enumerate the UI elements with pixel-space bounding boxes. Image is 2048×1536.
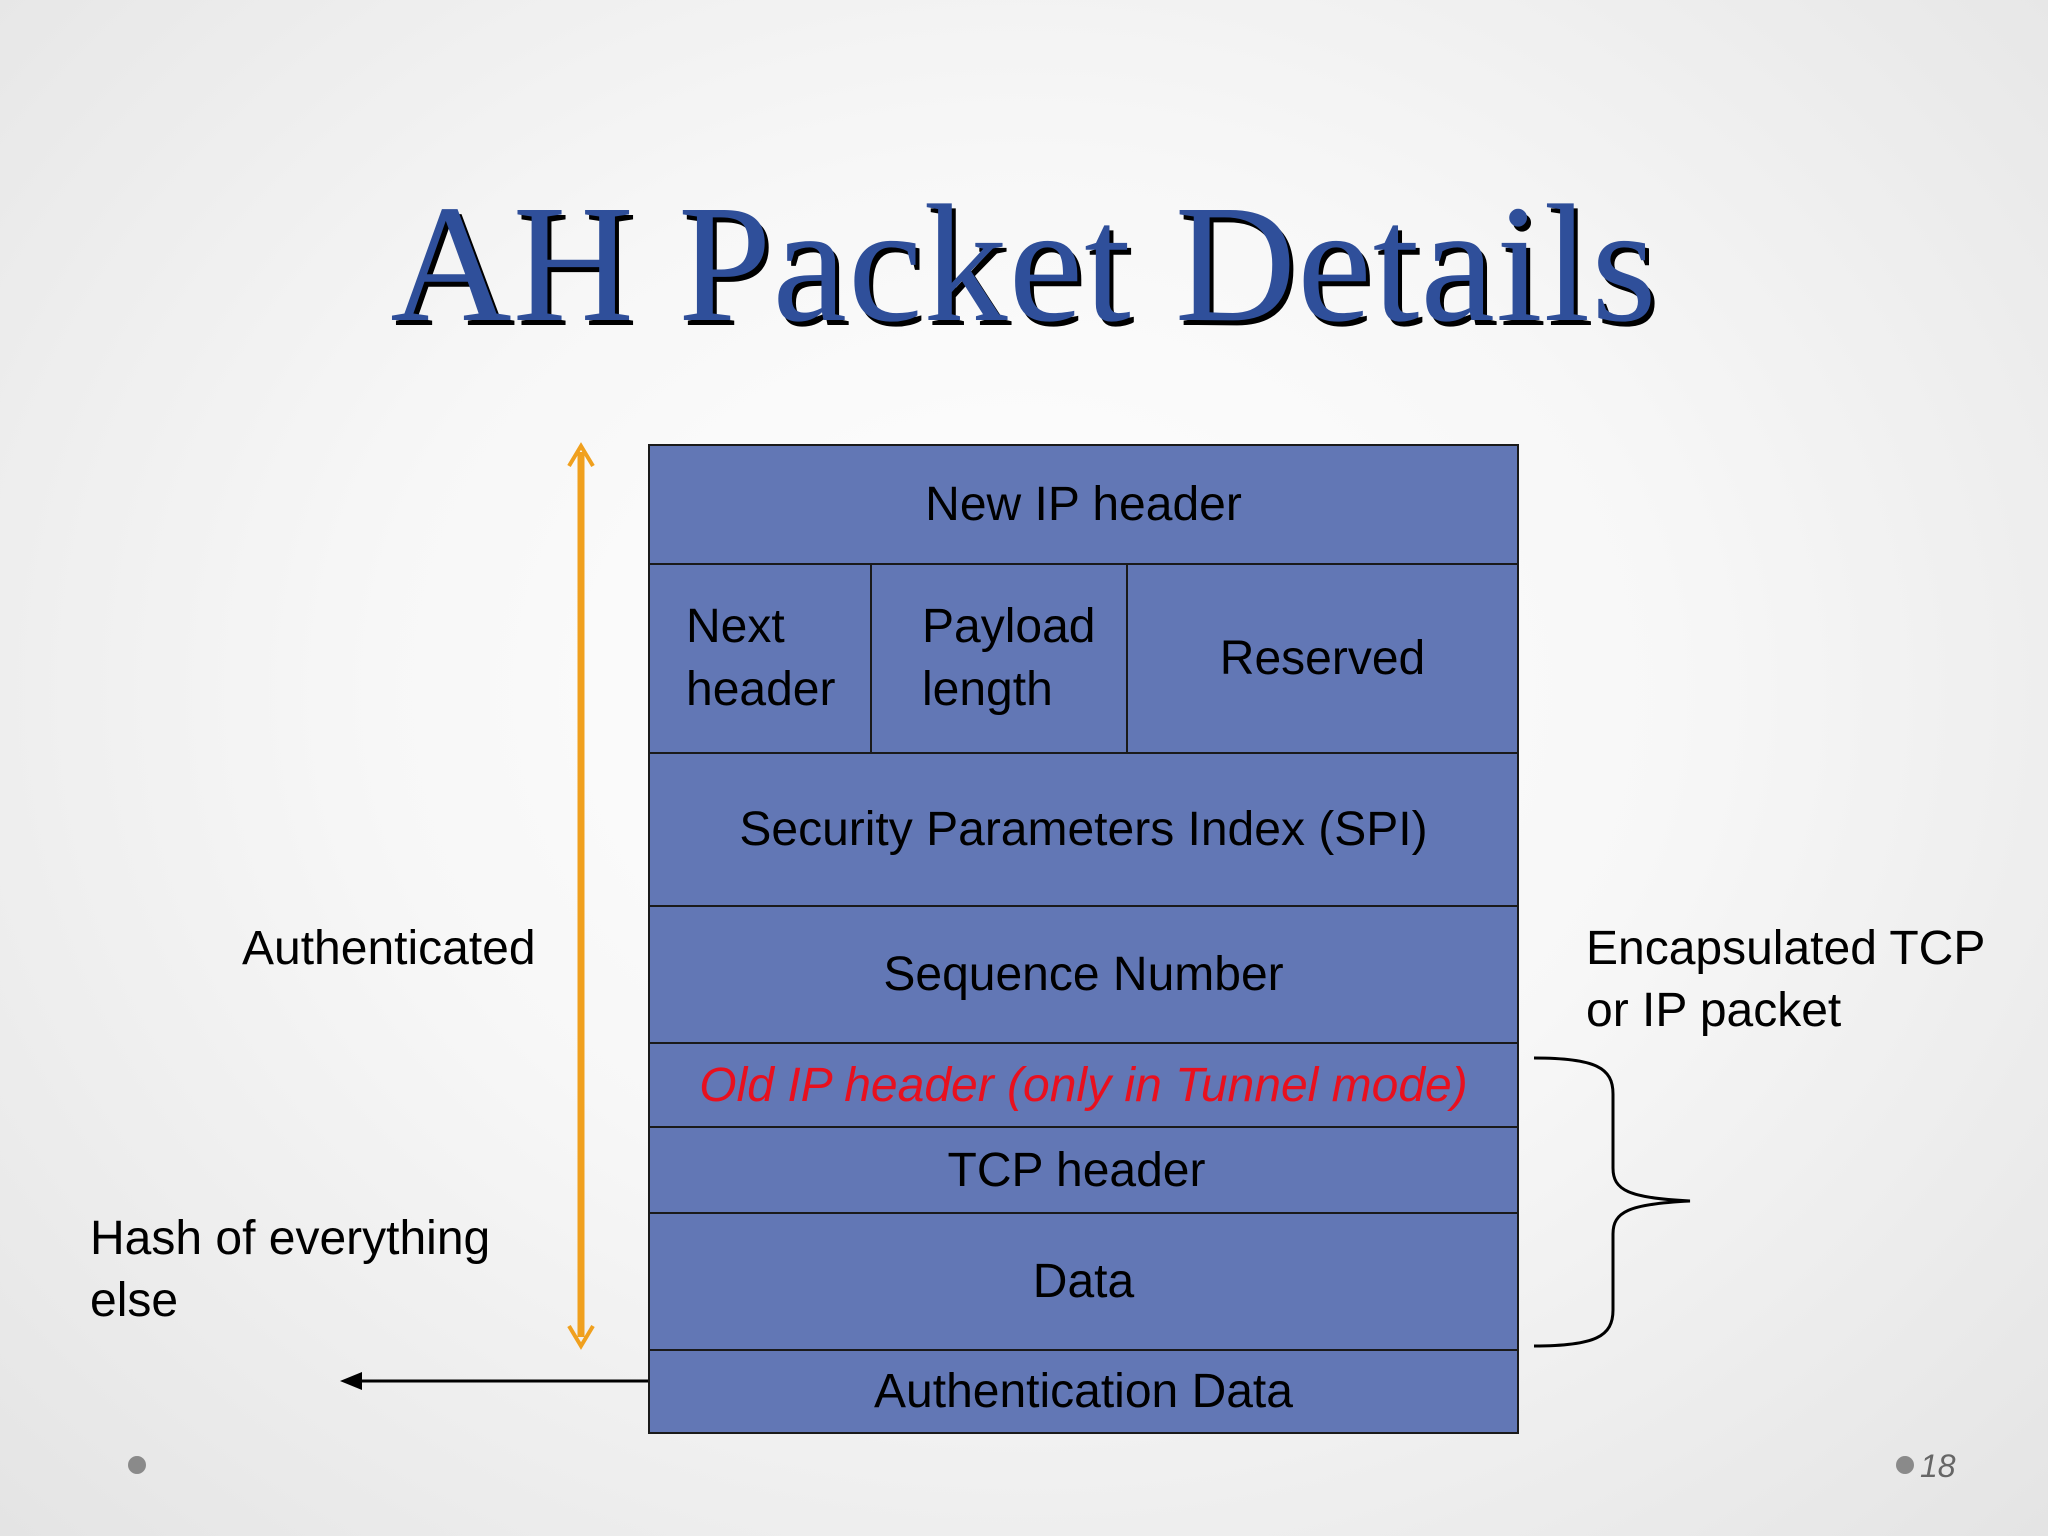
divider [1126,563,1128,752]
hash-note-label: Hash of everything else [90,1212,491,1328]
tcp-header-field: TCP header [947,1143,1206,1197]
divider [870,563,872,752]
sequence-number-field: Sequence Number [883,948,1284,1001]
divider [650,1349,1517,1351]
encapsulated-label: Encapsulated TCP or IP packet [1586,922,1985,1038]
divider [650,1212,1517,1214]
payload-length-field: Payload length [922,600,1096,716]
divider [650,1126,1517,1128]
divider [650,752,1517,754]
ah-packet-diagram: New IP header Next header Payload length… [648,444,1519,1434]
arrow-head-left-icon [340,1372,362,1390]
divider [650,905,1517,907]
reserved-field: Reserved [1219,632,1426,685]
arrow-head-up-icon [567,442,595,468]
page-number: 18 [1920,1448,1956,1484]
authenticated-label: Authenticated [242,922,536,975]
arrow-head-down-icon [567,1324,595,1350]
bullet-dot [1896,1456,1914,1474]
divider [650,563,1517,565]
slide-title: AH Packet Details [390,171,1658,357]
curly-brace [1533,1056,1691,1348]
next-header-field: Next header [686,600,836,716]
data-field: Data [1032,1255,1135,1308]
bullet-dot [128,1456,146,1474]
authentication-data-field: Authentication Data [874,1365,1293,1418]
spi-field: Security Parameters Index (SPI) [739,803,1428,856]
divider [650,1042,1517,1044]
new-ip-header-field: New IP header [925,478,1242,531]
old-ip-header-field: Old IP header (only in Tunnel mode) [699,1058,1468,1112]
